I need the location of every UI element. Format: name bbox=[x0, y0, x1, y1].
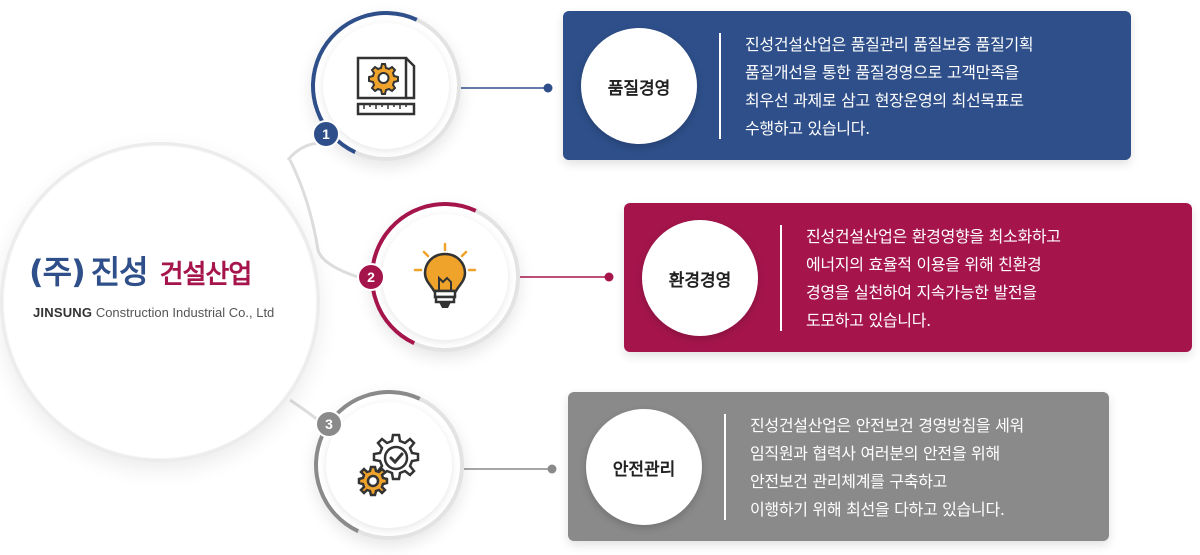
desc-line: 임직원과 협력사 여러분의 안전을 위해 bbox=[750, 444, 1000, 463]
company-en-rest: Construction Industrial Co., Ltd bbox=[92, 305, 275, 320]
lightbulb-icon bbox=[413, 242, 477, 308]
quality-description: 진성건설산업은 품질관리 품질보증 품질기획 품질개선을 통한 품질경영으로 고… bbox=[745, 31, 1125, 143]
gear-blueprint-icon bbox=[356, 56, 416, 116]
safety-title: 안전관리 bbox=[586, 409, 702, 525]
step-number-1: 1 bbox=[312, 120, 340, 148]
panel-divider bbox=[724, 414, 726, 520]
desc-line: 최우선 과제로 삼고 현장운영의 최선목표로 bbox=[745, 91, 1024, 110]
safety-description: 진성건설산업은 안전보건 경영방침을 세워 임직원과 협력사 여러분의 안전을 … bbox=[750, 412, 1130, 524]
step-number-3: 3 bbox=[315, 410, 343, 438]
desc-line: 안전보건 관리체계를 구축하고 bbox=[750, 472, 948, 491]
desc-line: 수행하고 있습니다. bbox=[745, 119, 870, 138]
safety-panel: 안전관리 진성건설산업은 안전보건 경영방침을 세워 임직원과 협력사 여러분의… bbox=[568, 392, 1109, 541]
desc-line: 에너지의 효율적 이용을 위해 친환경 bbox=[806, 255, 1042, 274]
environment-icon-ring bbox=[348, 180, 542, 374]
safety-icon-ring bbox=[292, 368, 486, 555]
environment-panel: 환경경영 진성건설산업은 환경영향을 최소화하고 에너지의 효율적 이용을 위해… bbox=[624, 203, 1192, 352]
desc-line: 도모하고 있습니다. bbox=[806, 311, 931, 330]
company-en-bold: JINSUNG bbox=[33, 305, 93, 320]
company-paren: (주) bbox=[29, 253, 86, 291]
company-name: 진성 bbox=[90, 253, 149, 291]
quality-icon-ring bbox=[289, 0, 483, 183]
desc-line: 진성건설산업은 안전보건 경영방침을 세워 bbox=[750, 416, 1024, 435]
company-logo-english: JINSUNG Construction Industrial Co., Ltd bbox=[33, 305, 274, 320]
desc-line: 이행하기 위해 최선을 다하고 있습니다. bbox=[750, 500, 1005, 519]
panel-divider bbox=[719, 33, 721, 139]
environment-description: 진성건설산업은 환경영향을 최소화하고 에너지의 효율적 이용을 위해 친환경 … bbox=[806, 223, 1186, 335]
company-logo-circle: (주)진성 건설산업 JINSUNG Construction Industria… bbox=[0, 142, 320, 462]
quality-title: 품질경영 bbox=[581, 28, 697, 144]
quality-panel: 품질경영 진성건설산업은 품질관리 품질보증 품질기획 품질개선을 통한 품질경… bbox=[563, 11, 1131, 160]
panel-divider bbox=[780, 225, 782, 331]
gear-check-icon bbox=[357, 433, 420, 497]
step-number-2: 2 bbox=[357, 263, 385, 291]
desc-line: 진성건설산업은 품질관리 품질보증 품질기획 bbox=[745, 35, 1034, 54]
desc-line: 품질개선을 통한 품질경영으로 고객만족을 bbox=[745, 63, 1019, 82]
desc-line: 경영을 실천하여 지속가능한 발전을 bbox=[806, 283, 1037, 302]
company-sub: 건설산업 bbox=[159, 260, 253, 290]
environment-title: 환경경영 bbox=[642, 220, 758, 336]
company-logo-korean: (주)진성 건설산업 bbox=[29, 247, 253, 293]
desc-line: 진성건설산업은 환경영향을 최소화하고 bbox=[806, 227, 1061, 246]
